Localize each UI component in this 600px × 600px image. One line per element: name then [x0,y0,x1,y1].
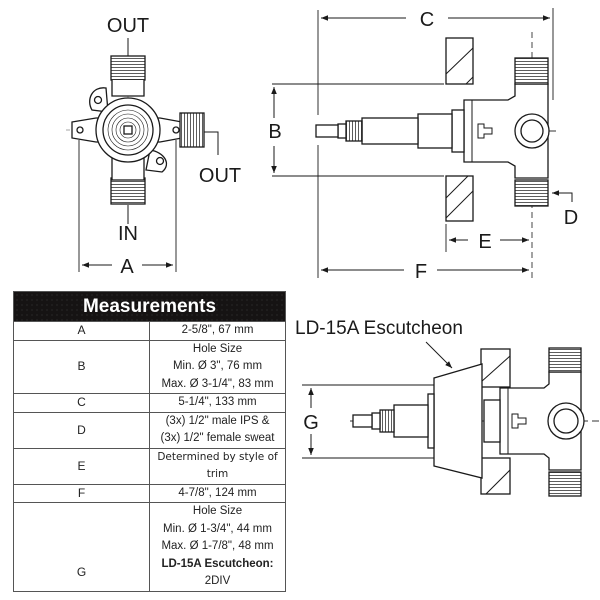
row-key: C [13,393,150,413]
dimension-c-label: C [420,9,434,31]
value-line: 2DIV [204,575,231,587]
dimension-d-label: D [564,207,578,229]
side-view-diagram [271,8,573,278]
row-value: 4-7/8", 124 mm [149,483,286,503]
table-row-c: C 5-1/4", 133 mm [13,393,286,413]
table-row-d: D (3x) 1/2" male IPS & (3x) 1/2" female … [13,411,286,449]
value-line: 4-7/8", 124 mm [178,486,257,499]
row-value: Hole Size Min. Ø 1-3/4", 44 mm Max. Ø 1-… [149,502,286,592]
row-value: Determined by style of trim [149,447,286,485]
measurements-table: Measurements A 2-5/8", 67 mm B Hole Size… [13,291,286,592]
value-line: Min. Ø 1-3/4", 44 mm [163,522,272,535]
value-line: Min. Ø 3", 76 mm [172,360,263,372]
row-value: (3x) 1/2" male IPS & (3x) 1/2" female sw… [149,411,286,449]
value-line: (3x) 1/2" male IPS & [165,414,270,427]
row-key: E [13,447,150,485]
row-value: Hole Size Min. Ø 3", 76 mm Max. Ø 3-1/4"… [149,339,286,394]
in-label: IN [118,223,138,245]
dimension-a-label: A [120,256,134,278]
escutcheon-view-diagram [302,341,600,497]
escutcheon-title: LD-15A Escutcheon [295,318,463,339]
row-key: B [13,339,150,394]
value-line-bold: LD-15A Escutcheon: [161,557,274,570]
table-row-e: E Determined by style of trim [13,447,286,485]
value-line: Max. Ø 1-7/8", 48 mm [161,540,274,552]
row-key: D [13,411,150,449]
dimension-e-label: E [478,231,491,253]
row-value: 2-5/8", 67 mm [149,321,286,341]
value-line: Hole Size [192,505,243,517]
out-right-label: OUT [199,165,241,187]
value-line: (3x) 1/2" female sweat [160,432,275,444]
value-line: 5-1/4", 133 mm [178,396,257,408]
table-row-b: B Hole Size Min. Ø 3", 76 mm Max. Ø 3-1/… [13,339,286,394]
table-row-a: A 2-5/8", 67 mm [13,321,286,341]
value-line: Hole Size [192,342,243,355]
row-key: F [13,483,150,503]
dimension-f-label: F [415,261,427,283]
row-key: G [13,502,150,592]
value-line: 2-5/8", 67 mm [181,324,254,336]
out-top-label: OUT [107,15,149,37]
front-view-diagram [66,38,219,272]
dimension-g-label: G [303,412,319,434]
row-value: 5-1/4", 133 mm [149,393,286,413]
value-line: Determined by style of trim [157,450,278,481]
table-row-f: F 4-7/8", 124 mm [13,483,286,503]
measurements-title: Measurements [13,291,286,322]
value-line: Max. Ø 3-1/4", 83 mm [161,377,274,390]
dimension-b-label: B [268,121,281,143]
row-key: A [13,321,150,341]
table-row-g: G Hole Size Min. Ø 1-3/4", 44 mm Max. Ø … [13,502,286,592]
